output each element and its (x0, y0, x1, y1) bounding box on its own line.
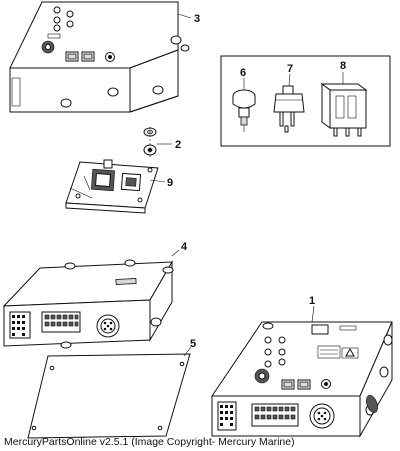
callout-6: 6 (240, 67, 246, 79)
callout-7: 7 (287, 63, 293, 75)
callout-3: 3 (194, 13, 200, 25)
callout-1: 1 (309, 295, 315, 307)
leader-5 (183, 346, 192, 357)
part-1-ecm-assembly[interactable] (211, 321, 393, 438)
leader-9 (149, 179, 166, 183)
leader-7 (288, 73, 291, 87)
part-2-grommet[interactable] (143, 127, 157, 158)
callout-4: 4 (181, 241, 188, 253)
part-4-housing[interactable] (2, 259, 174, 349)
part-8-relay-large[interactable] (320, 83, 368, 137)
leader-4 (171, 249, 180, 257)
part-3-cover-bracket[interactable] (9, 1, 190, 113)
callout-8: 8 (340, 60, 346, 72)
part-5-base-plate[interactable] (27, 353, 191, 439)
part-7-relay-small[interactable] (273, 85, 305, 133)
copyright-footer: MercuryPartsOnline v2.5.1 (Image Copyrig… (4, 436, 295, 448)
part-9-circuit-board[interactable] (65, 159, 159, 214)
callout-9: 9 (167, 177, 173, 189)
callout-2: 2 (175, 139, 181, 151)
callout-5: 5 (190, 338, 196, 350)
leader-3 (177, 13, 192, 19)
part-6-push-button[interactable] (232, 89, 256, 132)
leader-1 (311, 305, 315, 323)
